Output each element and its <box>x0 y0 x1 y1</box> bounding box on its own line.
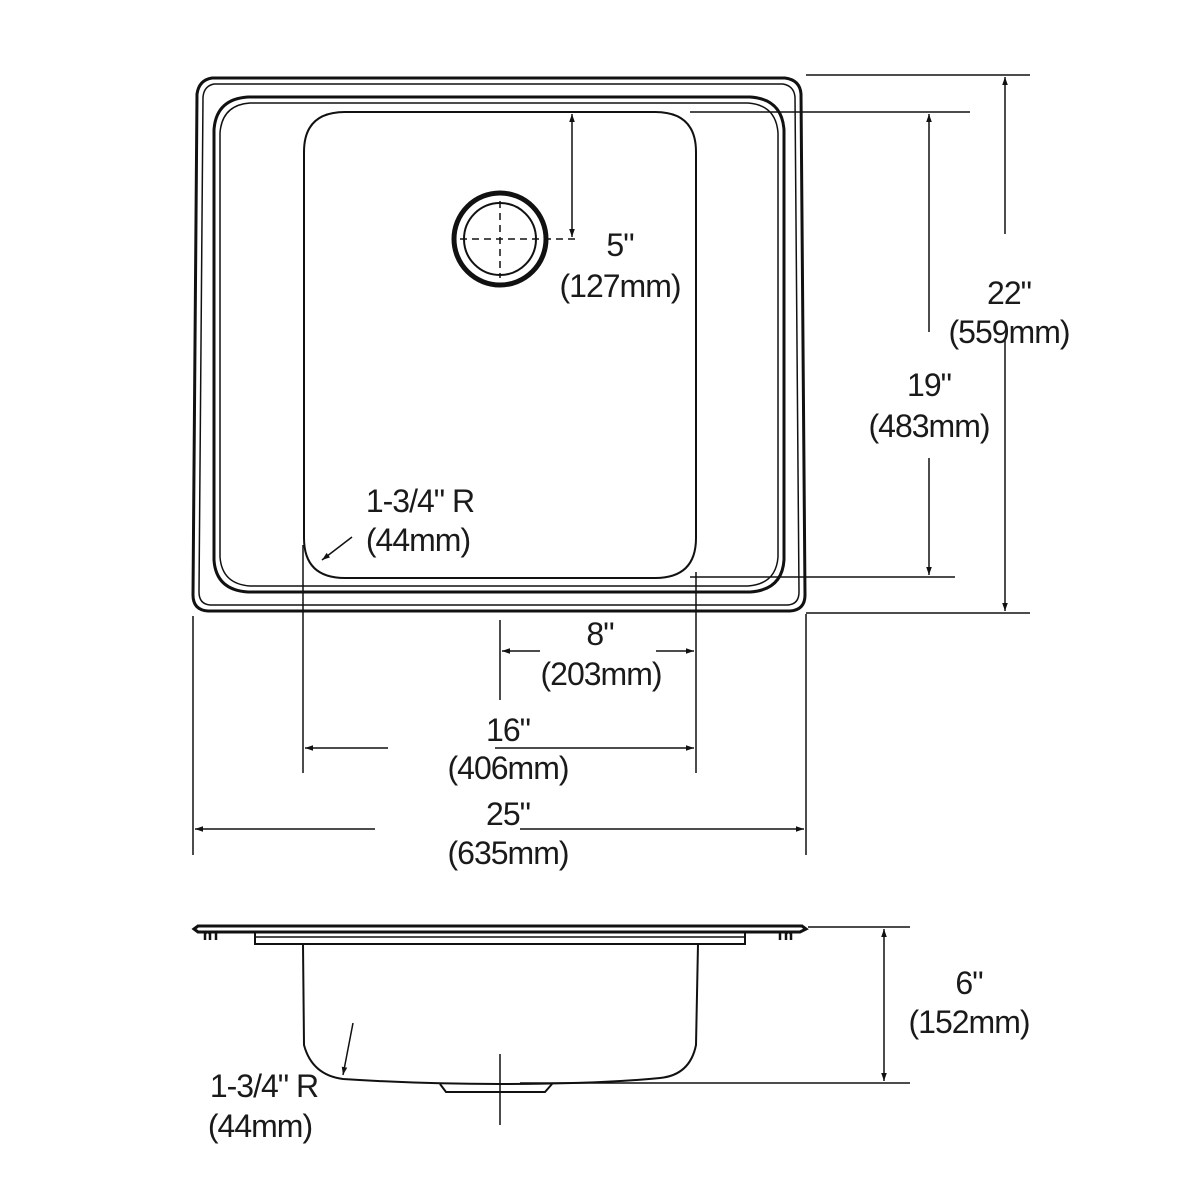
bowl-depth-metric: (483mm) <box>868 408 989 444</box>
top-corner-radius-leader <box>321 536 353 561</box>
sink-outer-rim-inner <box>198 83 800 606</box>
side-corner-radius-metric: (44mm) <box>208 1108 312 1144</box>
top-corner-radius-metric: (44mm) <box>366 522 470 558</box>
drain-center-width-imperial: 8" <box>586 616 613 652</box>
drain-center-width-metric: (203mm) <box>540 656 661 692</box>
sink-outer-rim <box>191 76 807 613</box>
top-corner-radius-imperial: 1-3/4" R <box>366 483 474 519</box>
overall-depth-imperial: 22" <box>987 275 1031 311</box>
side-drain-outlet <box>439 1083 553 1093</box>
side-corner-radius-leader <box>341 1022 354 1076</box>
side-bowl-flange <box>254 931 746 945</box>
overall-width-imperial: 25" <box>486 796 530 832</box>
bowl-height-metric: (152mm) <box>908 1004 1029 1040</box>
side-view: 6" (152mm) 1-3/4" R (44mm) <box>191 924 1031 1144</box>
top-view: 5" (127mm) 1-3/4" R (44mm) 22" (559mm) 1… <box>191 74 1071 871</box>
overall-depth-metric: (559mm) <box>948 314 1069 350</box>
bowl-height-imperial: 6" <box>955 965 982 1001</box>
drain-offset-metric: (127mm) <box>559 268 680 304</box>
bowl-depth-imperial: 19" <box>907 367 951 403</box>
bowl-width-imperial: 16" <box>486 712 530 748</box>
sink-bowl <box>303 111 697 579</box>
bowl-width-metric: (406mm) <box>447 750 568 786</box>
sink-ledge <box>212 95 786 594</box>
side-corner-radius-imperial: 1-3/4" R <box>210 1068 318 1104</box>
right-mounting-clip <box>778 930 793 940</box>
sink-ledge-inner <box>219 102 779 587</box>
left-mounting-clip <box>203 930 218 940</box>
overall-width-metric: (635mm) <box>447 835 568 871</box>
drain-offset-imperial: 5" <box>606 227 633 263</box>
